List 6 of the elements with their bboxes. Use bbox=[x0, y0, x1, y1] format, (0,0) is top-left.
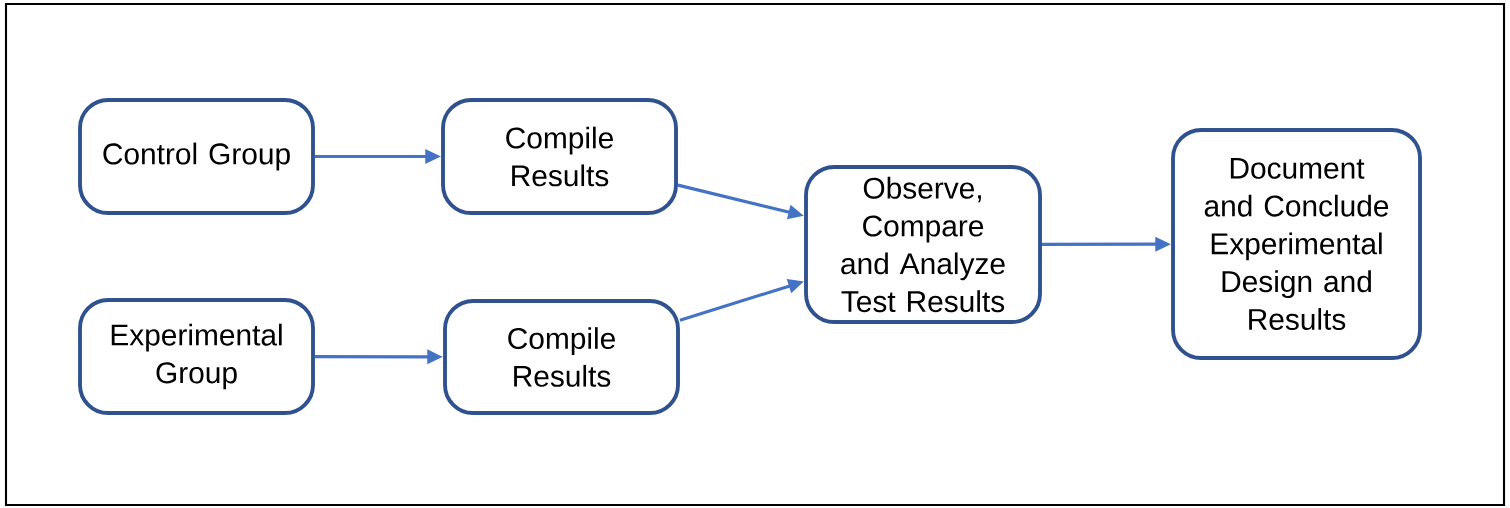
process-box: Compile Results bbox=[443, 299, 680, 415]
process-box: Experimental Group bbox=[78, 298, 315, 415]
process-box: Control Group bbox=[78, 98, 315, 215]
process-box: Compile Results bbox=[441, 98, 678, 215]
process-box: Document and Conclude Experimental Design and Results bbox=[1171, 128, 1422, 360]
process-box: Observe, Compare and Analyze Test Results bbox=[804, 165, 1042, 324]
